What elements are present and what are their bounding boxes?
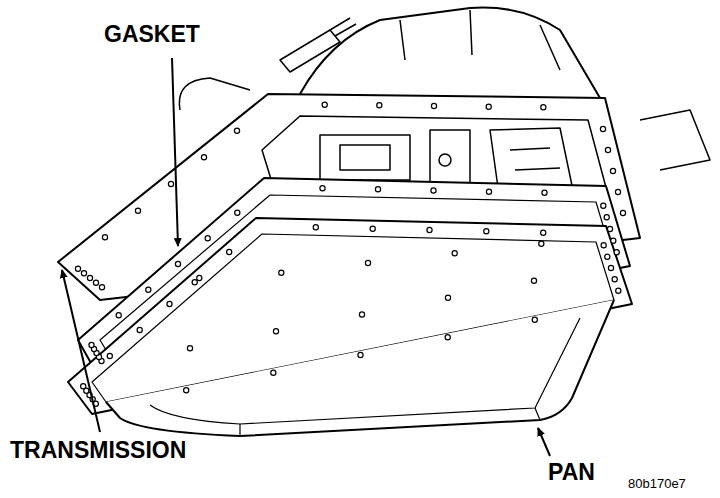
bolt-hole xyxy=(235,210,240,215)
bolt-hole xyxy=(320,186,325,191)
bolt-hole xyxy=(427,227,432,232)
bolt-hole xyxy=(197,275,202,280)
bolt-hole xyxy=(168,181,173,186)
bolt-hole xyxy=(616,288,621,293)
bolt-hole xyxy=(184,388,189,393)
bolt-hole xyxy=(611,238,616,243)
bolt-hole xyxy=(486,104,491,109)
bolt-hole xyxy=(279,270,284,275)
bolt-hole xyxy=(99,285,104,290)
bolt-hole xyxy=(620,210,625,215)
bolt-hole xyxy=(273,329,278,334)
bolt-hole xyxy=(187,346,192,351)
bolt-hole xyxy=(271,370,276,375)
pan-body xyxy=(106,300,614,436)
bolt-hole xyxy=(612,277,617,282)
bolt-hole xyxy=(445,335,450,340)
bolt-hole xyxy=(175,261,180,266)
bolt-hole xyxy=(601,243,606,248)
bolt-hole xyxy=(322,102,327,107)
part-label: TRANSMISSION xyxy=(8,438,188,463)
bolt-hole xyxy=(377,103,382,108)
bolt-hole xyxy=(610,168,615,173)
case-rib xyxy=(400,10,560,70)
bolt-hole xyxy=(604,215,609,220)
pan-bottom xyxy=(150,318,580,424)
bolt-hole xyxy=(542,190,547,195)
bolt-hole xyxy=(607,226,612,231)
bolt-hole xyxy=(452,251,457,256)
bolt-hole xyxy=(605,147,610,152)
bolt-hole xyxy=(116,313,121,318)
bolt-hole xyxy=(192,280,197,285)
figure-code: 80b170e7 xyxy=(626,477,688,491)
bolt-hole xyxy=(541,230,546,235)
bolt-hole xyxy=(541,105,546,110)
bolt-hole xyxy=(81,384,86,389)
bolt-hole xyxy=(81,271,86,276)
bolt-hole xyxy=(365,260,370,265)
bolt-hole xyxy=(539,241,544,246)
bolt-hole xyxy=(600,126,605,131)
bolt-hole xyxy=(601,203,606,208)
bolt-hole xyxy=(201,155,206,160)
bolt-hole xyxy=(359,312,364,317)
bolt-hole xyxy=(93,280,98,285)
sensor xyxy=(280,18,356,72)
pan-fold xyxy=(240,408,540,436)
bolt-hole xyxy=(445,295,450,300)
bolt-hole xyxy=(358,352,363,357)
bolt-hole xyxy=(370,226,375,231)
bolt-hole xyxy=(375,187,380,192)
bolt-hole xyxy=(614,250,619,255)
part-label: GASKET xyxy=(102,22,202,47)
bolt-hole xyxy=(234,128,239,133)
bolt-hole xyxy=(205,236,210,241)
bolt-hole xyxy=(227,249,232,254)
bolt-hole xyxy=(87,275,92,280)
part-label: PAN xyxy=(546,460,597,485)
bolt-hole xyxy=(605,254,610,259)
bolt-hole xyxy=(167,301,172,306)
bolt-hole xyxy=(615,189,620,194)
bolt-hole xyxy=(102,235,107,240)
bolt-hole xyxy=(531,278,536,283)
bolt-hole xyxy=(135,208,140,213)
bolt-hole xyxy=(313,225,318,230)
bolt-hole xyxy=(608,265,613,270)
bolt-hole xyxy=(89,342,94,347)
leader-line xyxy=(538,428,550,456)
bolt-hole xyxy=(107,353,112,358)
leader-line xyxy=(62,270,100,432)
bolt-hole xyxy=(484,229,489,234)
bolt-hole xyxy=(146,287,151,292)
bolt-hole xyxy=(431,188,436,193)
bolt-hole xyxy=(137,327,142,332)
bolt-hole xyxy=(431,103,436,108)
bolt-hole xyxy=(75,266,80,271)
bolt-hole xyxy=(532,317,537,322)
leader-line xyxy=(172,58,178,246)
bolt-hole xyxy=(486,189,491,194)
